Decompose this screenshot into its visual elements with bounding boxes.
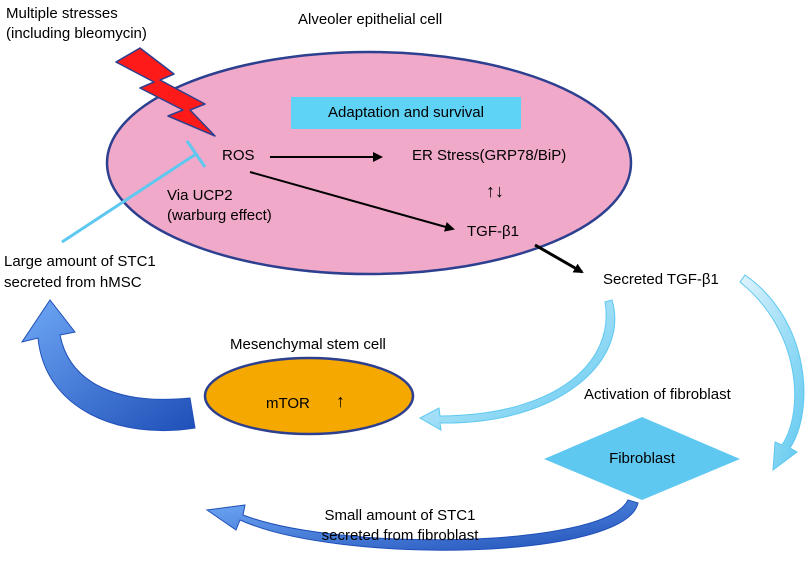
lightning-icon	[115, 47, 216, 137]
tgf-inside-label: TGF-β1	[467, 223, 519, 240]
fibroblast-label: Fibroblast	[609, 450, 675, 467]
tgf-to-fibroblast-arrow	[739, 274, 805, 472]
inhibition-line	[61, 152, 197, 244]
activation-label: Activation of fibroblast	[584, 386, 731, 403]
up-down-arrows-icon: ↑↓	[486, 181, 504, 201]
small-stc1-label: Small amount of STC1 secreted from fibro…	[321, 507, 479, 544]
small-stc1-arrow	[205, 499, 639, 551]
mtor-label: mTOR	[266, 395, 310, 412]
msc-ellipse	[203, 356, 415, 436]
msc-label: Mesenchymal stem cell	[230, 336, 386, 353]
er-stress-label: ER Stress(GRP78/BiP)	[412, 147, 567, 164]
inhibition-bar	[185, 140, 207, 168]
ros-to-tgf-arrow	[249, 171, 455, 232]
mtor-up-arrow-icon: ↑	[336, 391, 345, 411]
large-stc1-label: Large amount of STC1 secreted from hMSC	[4, 253, 156, 291]
fibroblast-diamond	[544, 417, 740, 500]
tgf-to-msc-arrow	[418, 299, 616, 431]
large-stc1-arrow	[20, 299, 196, 432]
secreted-tgf-label: Secreted TGF-β1	[603, 271, 719, 288]
adaptation-box	[291, 97, 521, 129]
tgf-to-secreted-arrow	[534, 243, 584, 274]
adaptation-label: Adaptation and survival	[328, 104, 484, 121]
ros-label: ROS	[222, 147, 255, 164]
multiple-stresses-label: Multiple stresses (including bleomycin)	[6, 5, 147, 42]
via-ucp2-label: Via UCP2 (warburg effect)	[167, 187, 272, 224]
alveolar-cell-label: Alveoler epithelial cell	[298, 11, 443, 28]
